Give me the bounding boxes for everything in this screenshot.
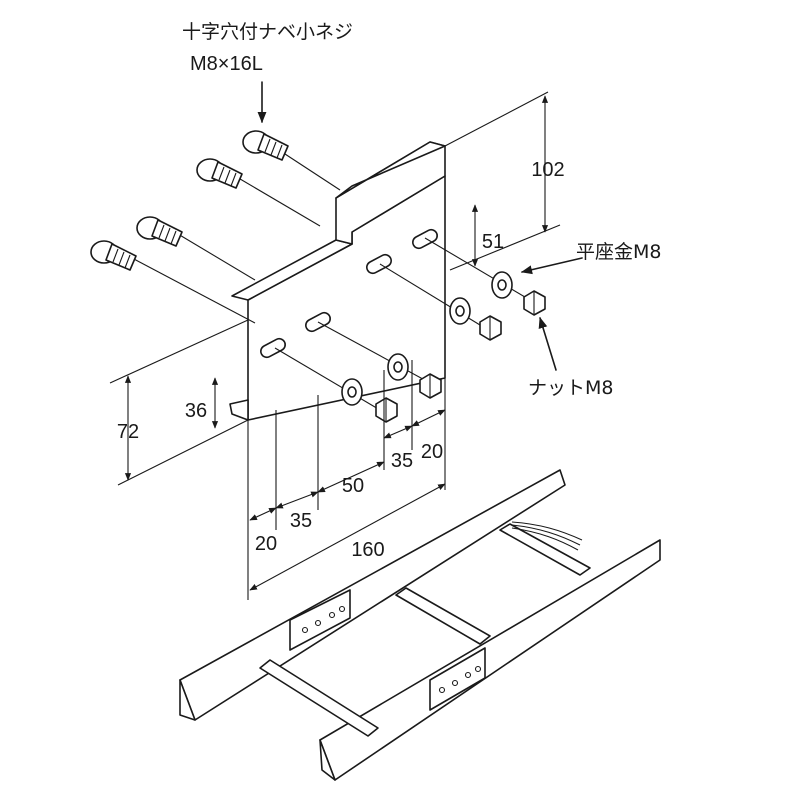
rung-1 <box>259 659 379 737</box>
dim-51: 51 <box>482 231 504 253</box>
screw-4 <box>242 130 289 161</box>
dim-160: 160 <box>351 539 384 561</box>
screw-2 <box>136 216 183 247</box>
cable-ladder-tray <box>179 469 661 781</box>
dim-50: 50 <box>342 475 364 497</box>
washer-4 <box>491 271 513 299</box>
nuts <box>375 290 546 423</box>
washer-2 <box>387 353 409 381</box>
rung-2 <box>395 587 491 645</box>
dim-35-left: 35 <box>290 510 312 532</box>
washer-label: 平座金M8 <box>576 241 661 263</box>
screw-size-label: M8×16L <box>190 53 263 75</box>
dim-72: 72 <box>117 421 139 443</box>
rail-extension-lines <box>109 91 561 486</box>
nut-3 <box>479 315 502 341</box>
screws <box>90 130 289 271</box>
washer-leader-arrow <box>520 257 583 275</box>
screw-name-label: 十字穴付ナベ小ネジ <box>182 21 353 43</box>
dim-35-right: 35 <box>391 450 413 472</box>
screw-3 <box>196 158 243 189</box>
dim-20-left: 20 <box>255 533 277 555</box>
washer-3 <box>449 297 471 325</box>
tray-joint-right <box>429 647 486 711</box>
dimension-lines <box>124 95 549 600</box>
joint-plate <box>229 141 446 421</box>
nut-2 <box>419 373 442 399</box>
leader-arrows <box>257 81 583 371</box>
dim-102: 102 <box>531 159 564 181</box>
dim-36: 36 <box>185 400 207 422</box>
nut-label: ナットM8 <box>528 377 613 399</box>
washers <box>341 271 513 406</box>
tray-joint-left <box>289 589 351 651</box>
nut-leader-arrow <box>538 316 557 371</box>
nut-1 <box>375 397 398 423</box>
screw-1 <box>90 240 137 271</box>
nut-4 <box>523 290 546 316</box>
dim-20-right: 20 <box>421 441 443 463</box>
rung-3 <box>499 523 591 576</box>
washer-1 <box>341 378 363 406</box>
